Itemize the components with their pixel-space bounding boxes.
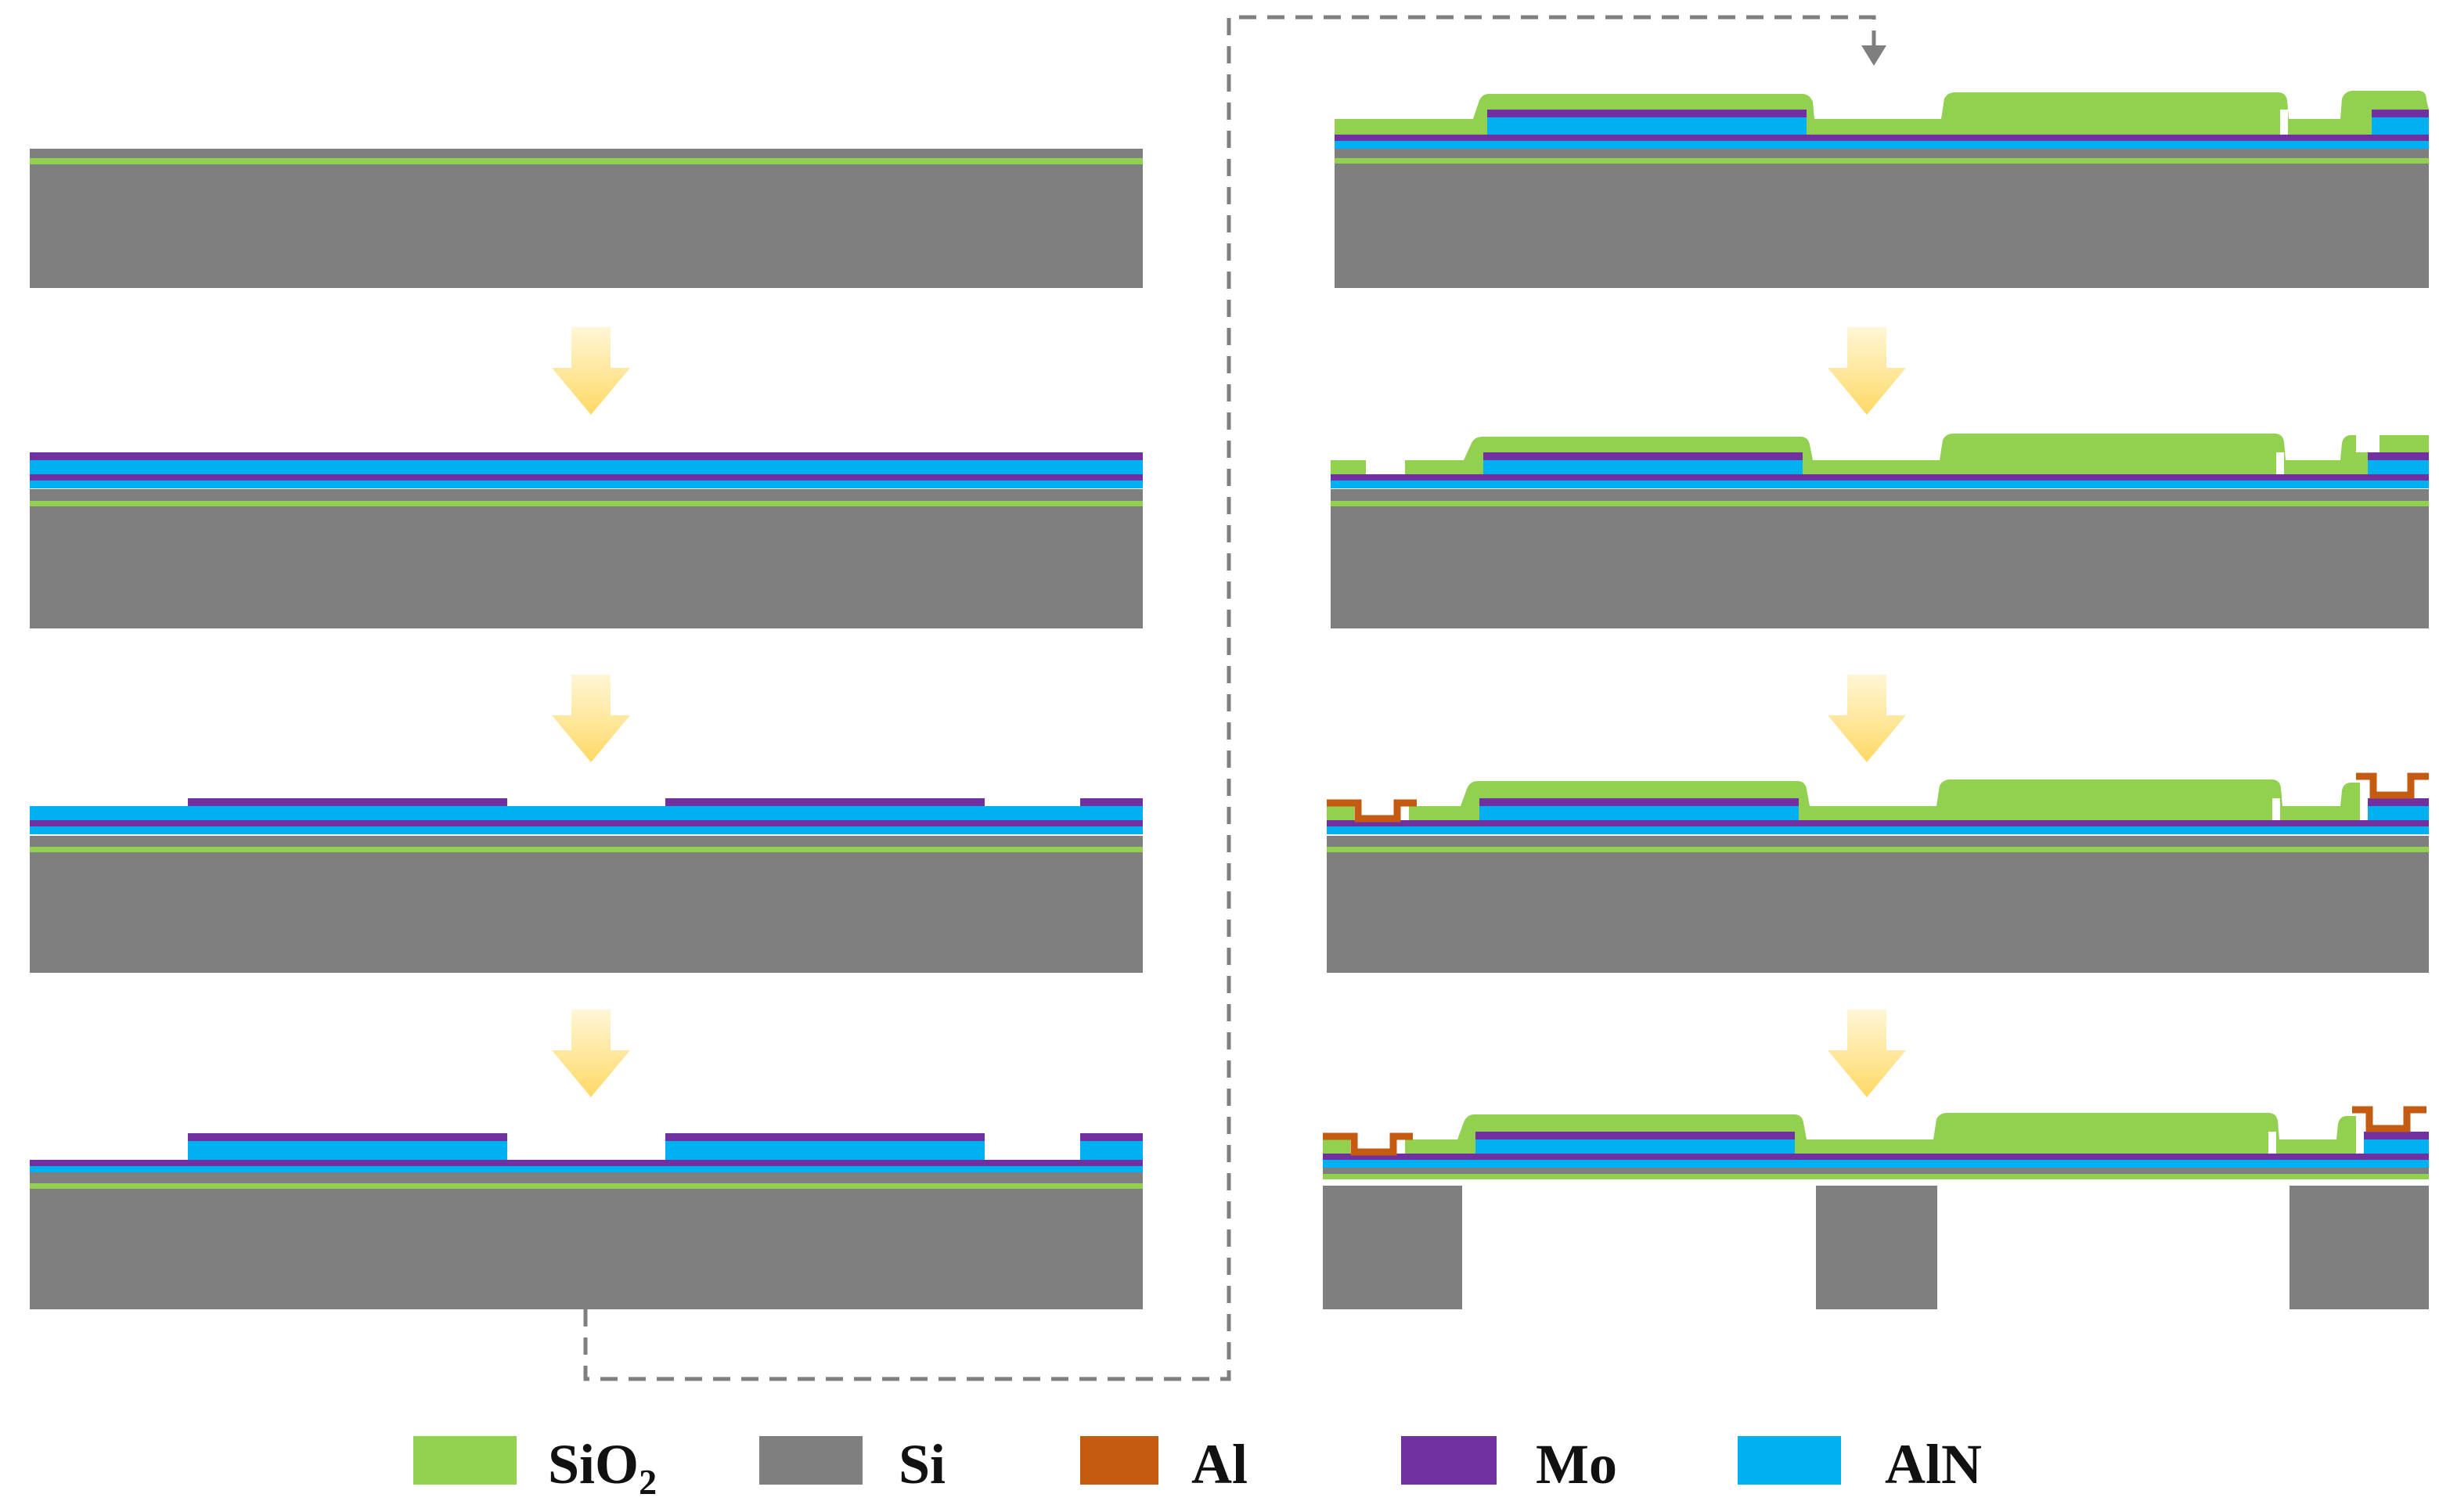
si-substrate — [1335, 149, 2429, 288]
step-4-cross-section — [30, 1133, 1143, 1309]
sio2-membrane — [1323, 1174, 2429, 1179]
sio2-layer — [30, 501, 1143, 506]
aln-piezo-island — [1483, 460, 1803, 474]
si-substrate — [30, 1172, 1143, 1309]
aln-piezo-island — [2368, 806, 2429, 820]
process-arrow-6 — [1828, 675, 1906, 762]
sio2-layer — [1327, 847, 2429, 852]
al-contact-pad — [2352, 1106, 2426, 1132]
al-contact-pad — [1323, 1132, 1413, 1156]
legend-swatch-mo — [1401, 1436, 1497, 1485]
legend-label-mo: Mo — [1536, 1433, 1617, 1496]
legend-label-aln: AlN — [1885, 1433, 1982, 1496]
mo-bottom-electrode — [1323, 1154, 2429, 1160]
step-7-cross-section — [1327, 772, 2429, 973]
mo-top-patch — [1487, 110, 1807, 117]
si-substrate — [1327, 836, 2429, 973]
legend-label-al: Al — [1191, 1433, 1248, 1496]
legend-label-sio2-subscript: 2 — [639, 1462, 657, 1502]
step-3-cross-section — [30, 798, 1143, 973]
step-5-cross-section — [1335, 91, 2429, 288]
mo-top-electrode — [30, 452, 1143, 460]
process-arrow-3 — [552, 1010, 630, 1097]
aln-piezo-island — [665, 1141, 985, 1160]
mo-top-patch — [188, 1133, 507, 1141]
mo-bottom-electrode — [1327, 820, 2429, 826]
mo-bottom-electrode — [30, 474, 1143, 481]
sio2-passivation — [1323, 1113, 2356, 1154]
aln-piezo-layer — [30, 460, 1143, 474]
si-support-post — [2289, 1186, 2429, 1309]
si-substrate — [30, 836, 1143, 973]
al-contact-pad — [1327, 799, 1417, 823]
si-support-post — [1323, 1186, 1462, 1309]
si-substrate — [30, 489, 1143, 628]
step-1-cross-section — [30, 149, 1143, 288]
mo-patch — [665, 798, 985, 806]
aln-piezo-island — [1080, 1141, 1143, 1160]
mo-top-patch — [1483, 452, 1803, 460]
mo-bottom-electrode — [30, 1160, 1143, 1166]
process-arrow-5 — [1828, 327, 1906, 415]
legend — [413, 1436, 1841, 1485]
legend-label-sio2-main: SiO — [548, 1433, 639, 1496]
mo-top-patch — [2372, 110, 2429, 117]
aln-piezo-layer — [30, 806, 1143, 820]
aln-piezo-island — [188, 1141, 507, 1160]
aln-piezo-island — [2364, 1139, 2429, 1154]
flow-connector-arrowhead — [1861, 45, 1886, 66]
legend-label-sio2: SiO2 — [548, 1436, 657, 1500]
aln-seed-layer — [1335, 141, 2429, 149]
step-6-cross-section — [1331, 434, 2429, 628]
legend-swatch-aln — [1738, 1436, 1841, 1485]
flow-connector-dashed — [583, 15, 1876, 1381]
sio2-layer — [30, 158, 1143, 164]
mo-top-patch — [1475, 1132, 1795, 1139]
aln-seed-layer — [30, 481, 1143, 488]
aln-seed-layer — [1323, 1160, 2429, 1168]
aln-piezo-island — [2372, 117, 2429, 135]
mo-patch — [1080, 798, 1143, 806]
process-arrow-7 — [1828, 1010, 1906, 1097]
mo-top-patch — [2368, 798, 2429, 806]
mo-top-patch — [2368, 452, 2429, 460]
si-substrate — [30, 149, 1143, 288]
sio2-layer — [30, 847, 1143, 852]
aln-seed-layer — [1331, 481, 2429, 488]
step-2-cross-section — [30, 452, 1143, 628]
sio2-layer — [1335, 158, 2429, 164]
mo-bottom-electrode — [30, 820, 1143, 826]
si-support-post — [1816, 1186, 1937, 1309]
process-arrow-1 — [552, 327, 630, 415]
aln-seed-layer — [1327, 826, 2429, 834]
legend-swatch-al — [1080, 1436, 1158, 1485]
mo-patch — [188, 798, 507, 806]
legend-label-si: Si — [899, 1433, 946, 1496]
aln-piezo-island — [2368, 460, 2429, 474]
aln-seed-layer — [30, 826, 1143, 834]
mo-top-patch — [1080, 1133, 1143, 1141]
mo-bottom-electrode — [1331, 474, 2429, 481]
si-substrate — [1331, 489, 2429, 628]
aln-piezo-island — [1475, 1139, 1795, 1154]
legend-swatch-sio2 — [413, 1436, 517, 1485]
mo-top-patch — [665, 1133, 985, 1141]
sio2-passivation — [1335, 91, 2429, 135]
si-device-layer — [1323, 1168, 2429, 1174]
process-arrow-2 — [552, 675, 630, 762]
mo-top-patch — [2364, 1132, 2429, 1139]
aln-piezo-island — [1487, 117, 1807, 135]
aln-seed-layer — [30, 1166, 1143, 1172]
sio2-layer — [30, 1183, 1143, 1189]
mo-top-patch — [1479, 798, 1799, 806]
sio2-passivation-etched — [1331, 434, 2429, 474]
step-8-cross-section — [1323, 1106, 2429, 1309]
mo-bottom-electrode — [1335, 135, 2429, 141]
al-contact-pad — [2356, 772, 2429, 799]
aln-piezo-island — [1479, 806, 1799, 820]
sio2-layer — [1331, 501, 2429, 506]
sio2-passivation — [1327, 779, 2360, 820]
legend-swatch-si — [759, 1436, 863, 1485]
